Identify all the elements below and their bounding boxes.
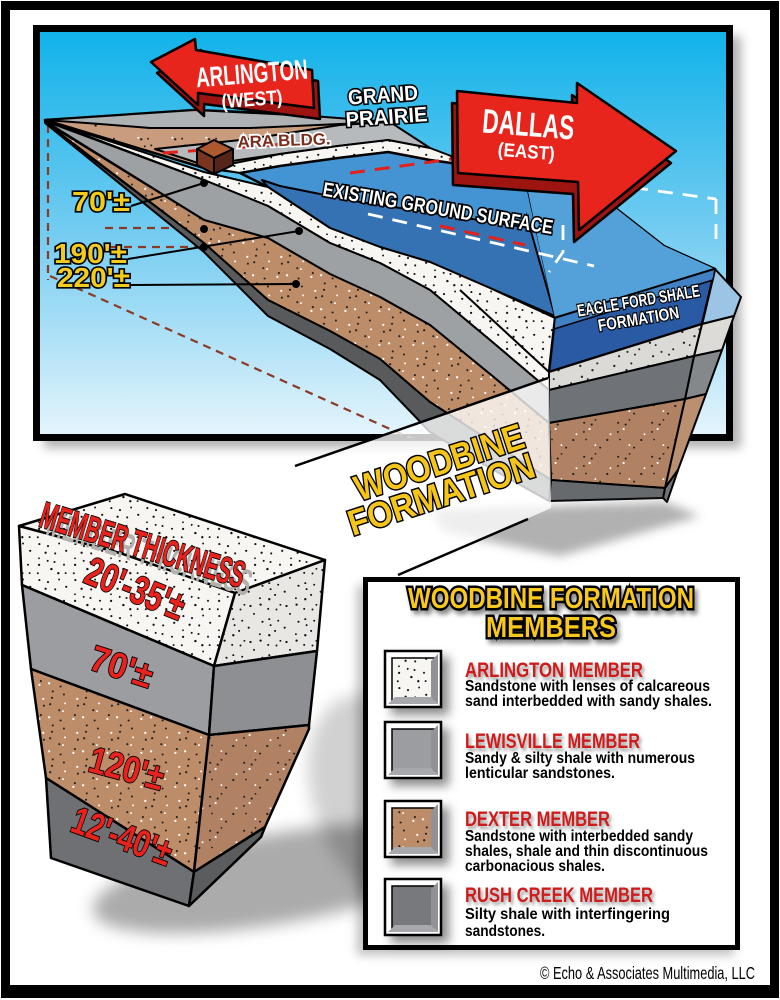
svg-text:© Echo & Associates Multimedia: © Echo & Associates Multimedia, LLC <box>540 963 755 983</box>
svg-text:70'±: 70'± <box>72 186 130 217</box>
svg-text:(WEST): (WEST) <box>221 87 284 114</box>
svg-text:DEXTER MEMBER: DEXTER MEMBER <box>465 808 610 831</box>
svg-text:RUSH CREEK MEMBER: RUSH CREEK MEMBER <box>465 884 653 907</box>
svg-text:Sandy & silty shale with numer: Sandy & silty shale with numerous <box>465 750 695 767</box>
svg-text:190'±: 190'± <box>54 238 127 269</box>
svg-text:shales, shale and thin discont: shales, shale and thin discontinuous <box>465 843 708 860</box>
svg-text:(EAST): (EAST) <box>497 140 555 165</box>
svg-text:LEWISVILLE MEMBER: LEWISVILLE MEMBER <box>465 730 640 753</box>
svg-text:ARA BLDG.: ARA BLDG. <box>237 130 331 151</box>
svg-text:Sandstone with lenses of calca: Sandstone with lenses of calcareous <box>465 678 710 695</box>
svg-text:lenticular sandstones.: lenticular sandstones. <box>465 765 615 782</box>
svg-text:sandstones.: sandstones. <box>465 923 545 940</box>
svg-text:220'±: 220'± <box>57 262 130 293</box>
svg-text:DALLAS: DALLAS <box>481 102 576 147</box>
svg-text:carbonacious shales.: carbonacious shales. <box>465 858 605 875</box>
svg-text:Silty shale with interfingerin: Silty shale with interfingering <box>465 906 670 923</box>
svg-text:Sandstone with interbedded san: Sandstone with interbedded sandy <box>465 828 693 845</box>
svg-text:WOODBINE FORMATION: WOODBINE FORMATION <box>408 583 694 615</box>
svg-text:sand interbedded with sandy sh: sand interbedded with sandy shales. <box>465 693 712 710</box>
svg-text:MEMBERS: MEMBERS <box>486 612 616 644</box>
svg-text:ARLINGTON MEMBER: ARLINGTON MEMBER <box>465 659 643 682</box>
